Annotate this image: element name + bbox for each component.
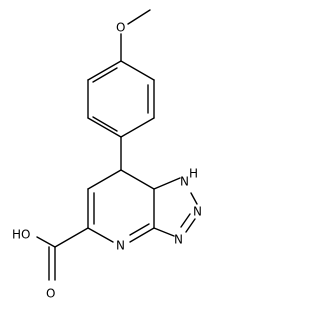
structure-canvas: O N H N N N HO O xyxy=(12,9,202,301)
bond-n4-c3a xyxy=(129,227,155,243)
bond-n1h-n2 xyxy=(190,192,198,205)
atom-methoxy-o: O xyxy=(116,21,125,35)
bond-n2-n3 xyxy=(185,218,196,233)
chemical-structure: O N H N N N HO O xyxy=(12,9,202,301)
bond-aryl-inner-3 xyxy=(92,67,118,83)
bond-n1-n1h xyxy=(153,177,181,190)
bond-c5-cacid xyxy=(54,227,89,248)
bond-n4-c3a-double xyxy=(129,223,150,236)
bond-aryl-6 xyxy=(87,60,122,81)
atom-acid-oh: HO xyxy=(12,228,30,242)
atom-carbonyl-o: O xyxy=(46,287,55,301)
atom-n1: N xyxy=(180,175,189,189)
bond-n1-c7 xyxy=(120,169,155,190)
bond-n2-n3-double xyxy=(180,213,191,228)
bond-aryl-1 xyxy=(120,60,155,81)
atom-n1-h: H xyxy=(189,167,198,181)
bond-aryl-inner-2 xyxy=(92,116,118,132)
bond-aryl-3 xyxy=(120,117,155,138)
bond-cacid-oh xyxy=(36,236,56,248)
bond-c7-c6 xyxy=(87,169,122,190)
atom-n4: N xyxy=(116,239,125,253)
bond-c5-n4 xyxy=(87,227,114,243)
atom-n2: N xyxy=(193,205,202,219)
bond-aryl-4 xyxy=(87,117,122,138)
bond-n3-c3a xyxy=(153,227,175,237)
atom-n3: N xyxy=(174,233,183,247)
bond-methyl-o xyxy=(127,9,151,25)
